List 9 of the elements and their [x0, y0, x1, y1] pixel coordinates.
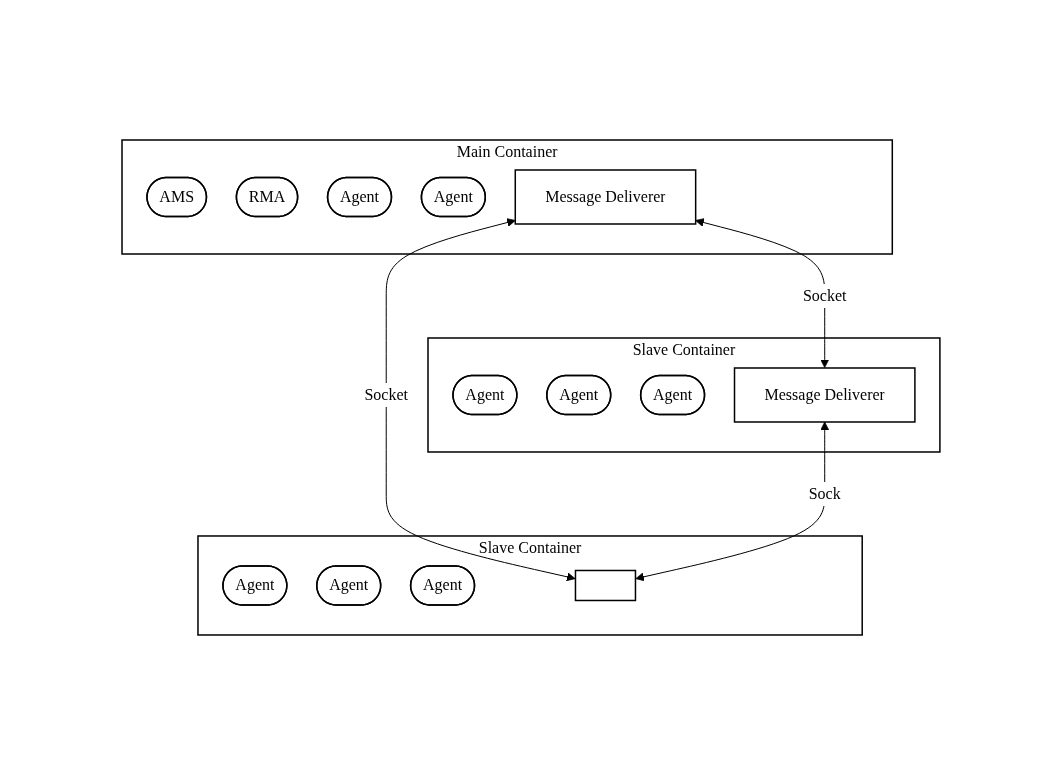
- node-box: [574, 569, 636, 602]
- node-box: Message Deliverer: [733, 367, 916, 423]
- arrow: [635, 421, 829, 582]
- arrow: [385, 218, 576, 582]
- edge-label: Socket: [364, 385, 408, 403]
- arrow: [694, 218, 829, 368]
- edge-label: Socket: [802, 287, 847, 304]
- node-box: Message Deliverer: [514, 169, 696, 225]
- edge-label: Sock: [808, 484, 841, 502]
